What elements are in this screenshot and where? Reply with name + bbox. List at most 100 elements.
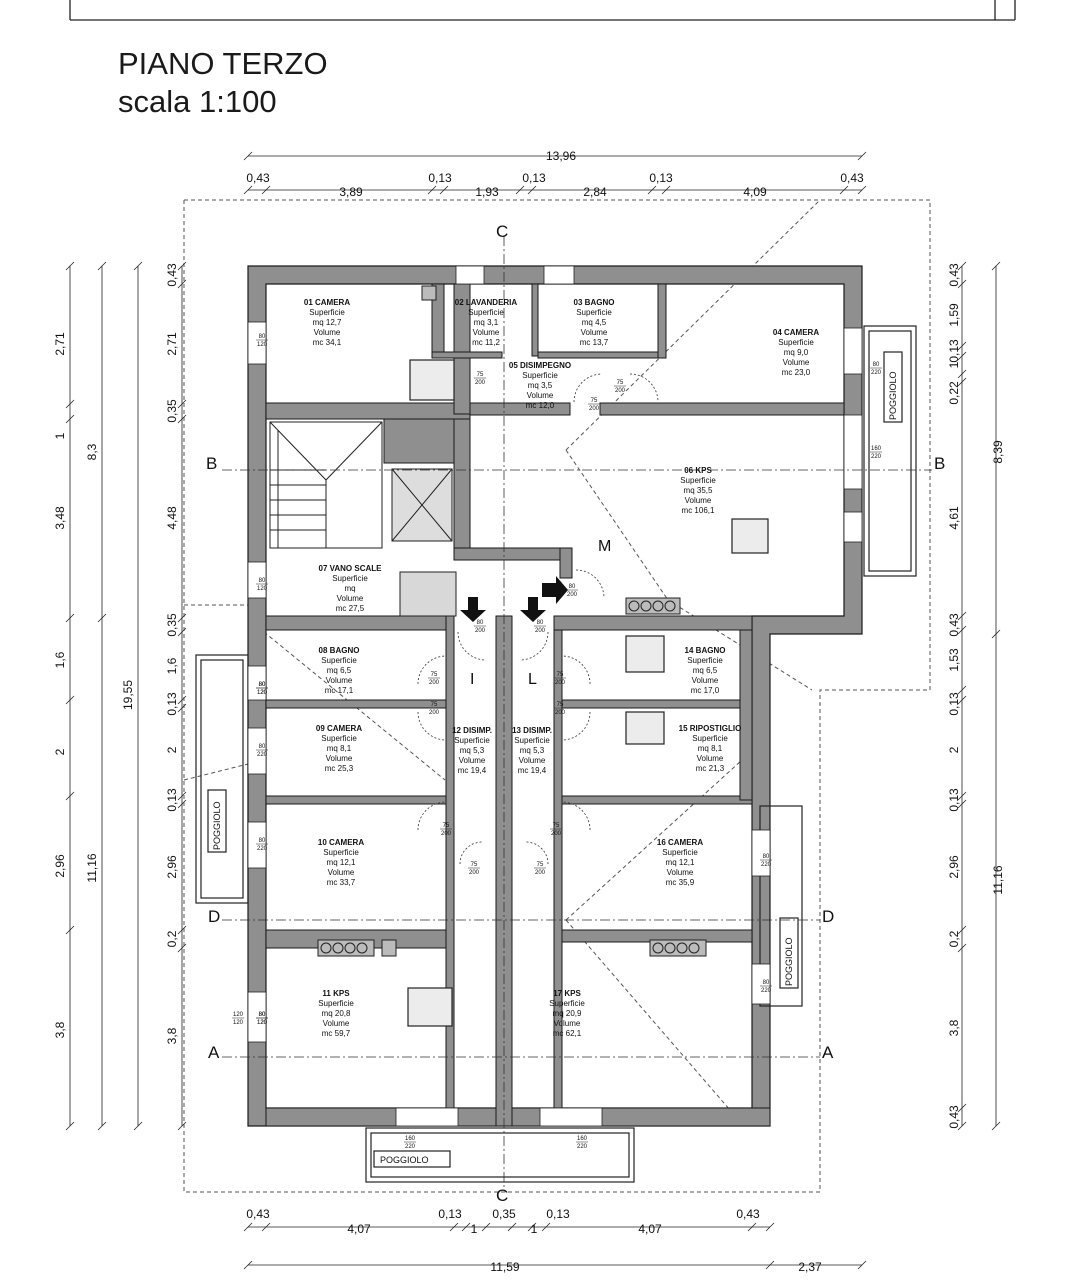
room-name: 14 BAGNO xyxy=(685,646,726,655)
dim-tick xyxy=(65,925,75,935)
unit-letter-m: M xyxy=(598,538,611,555)
room-surface-label: Superficie xyxy=(323,848,359,857)
room-name: 10 CAMERA xyxy=(318,838,364,847)
opening-height: 200 xyxy=(555,680,566,686)
windows xyxy=(247,265,863,1127)
section-markers: B B D D A A C C xyxy=(206,222,945,1205)
opening-height: 220 xyxy=(577,1144,588,1150)
opening-width: 75 xyxy=(557,672,564,678)
room-area: mq 8,1 xyxy=(698,744,723,753)
room-area: mq 12,7 xyxy=(313,318,342,327)
room-name: 12 DISIMP. xyxy=(452,726,492,735)
dim-tick xyxy=(97,261,107,271)
section-mark-d-left: D xyxy=(208,907,220,926)
room-surface-label: Superficie xyxy=(576,308,612,317)
dim-left-mid: 3,8 xyxy=(53,1021,67,1038)
opening-labels: 8012080120801208012080120801208022080220… xyxy=(232,334,882,1150)
dim-left-group: 11,16 xyxy=(85,853,99,882)
room-name: 02 LAVANDERIA xyxy=(455,298,518,307)
room-name: 01 CAMERA xyxy=(304,298,350,307)
dim-left-inner: 2,71 xyxy=(165,332,179,356)
room-area: mq 9,0 xyxy=(784,348,809,357)
opening-height: 120 xyxy=(257,586,268,592)
dim-right-inner: 4,61 xyxy=(947,506,961,530)
dim-tick xyxy=(957,377,967,387)
room-area: mq 6,5 xyxy=(327,666,352,675)
opening-width: 80 xyxy=(259,1012,266,1018)
balcony-label-south: POGGIOLO xyxy=(380,1155,429,1165)
room-area: mq 12,1 xyxy=(666,858,695,867)
opening-height: 200 xyxy=(551,831,562,837)
room-area: mq xyxy=(344,584,355,593)
opening-width: 75 xyxy=(537,862,544,868)
dim-tick xyxy=(177,414,187,424)
unit-letter-l: L xyxy=(528,671,537,688)
dim-right-inner: 2 xyxy=(947,746,961,753)
dim-tick xyxy=(765,1260,775,1270)
dim-top-segment: 3,89 xyxy=(339,185,363,199)
room-surface-label: Superficie xyxy=(318,999,354,1008)
room-surface-label: Superficie xyxy=(522,371,558,380)
dim-tick xyxy=(177,399,187,409)
opening-width: 75 xyxy=(477,372,484,378)
dim-tick xyxy=(177,925,187,935)
dim-tick xyxy=(747,1222,757,1232)
dim-bottom-segment: 0,13 xyxy=(546,1207,570,1221)
room-volume: mc 27,5 xyxy=(336,604,365,613)
room-volume: mc 19,4 xyxy=(518,766,547,775)
dim-top-overall: 13,96 xyxy=(546,149,576,163)
dim-tick xyxy=(177,1121,187,1131)
room-volume: mc 34,1 xyxy=(313,338,342,347)
room-volume-label: Volume xyxy=(519,756,546,765)
dim-tick xyxy=(957,279,967,289)
room-surface-label: Superficie xyxy=(514,736,550,745)
room-volume: mc 35,9 xyxy=(666,878,695,887)
opening-height: 200 xyxy=(475,628,486,634)
balcony-label-southeast: POGGIOLO xyxy=(784,937,794,986)
dim-left-inner: 0,35 xyxy=(165,399,179,423)
room-volume-label: Volume xyxy=(326,676,353,685)
dim-tick xyxy=(439,185,449,195)
dim-left-inner: 1,6 xyxy=(165,657,179,674)
dim-right-inner: 3,8 xyxy=(947,1019,961,1036)
room-surface-label: Superficie xyxy=(778,338,814,347)
room-name: 09 CAMERA xyxy=(316,724,362,733)
dim-right-inner: 0,2 xyxy=(947,930,961,947)
sheet-frame xyxy=(69,0,1016,21)
opening-height: 120 xyxy=(257,1020,268,1026)
dim-tick xyxy=(957,791,967,801)
dim-right-inner: 0,13 xyxy=(947,692,961,716)
dim-top-segment: 0,13 xyxy=(522,171,546,185)
dim-tick xyxy=(65,791,75,801)
drawing-scale: scala 1:100 xyxy=(118,84,277,119)
dim-tick xyxy=(957,611,967,621)
room-volume-label: Volume xyxy=(323,1019,350,1028)
opening-height: 120 xyxy=(257,690,268,696)
dim-left-inner: 0,13 xyxy=(165,692,179,716)
opening-width: 75 xyxy=(591,398,598,404)
dim-tick xyxy=(177,695,187,705)
section-lines xyxy=(222,236,932,1188)
opening-height: 120 xyxy=(257,1020,268,1026)
dim-tick xyxy=(957,799,967,809)
dimension-labels: 13,960,433,890,131,930,132,840,134,090,4… xyxy=(53,149,1005,1274)
door-swings xyxy=(417,373,659,865)
room-volume: mc 106,1 xyxy=(682,506,715,515)
dim-tick xyxy=(243,151,253,161)
opening-width: 80 xyxy=(259,578,266,584)
dim-left-mid: 1,6 xyxy=(53,651,67,668)
room-area: mq 6,5 xyxy=(693,666,718,675)
room-surface-label: Superficie xyxy=(680,476,716,485)
